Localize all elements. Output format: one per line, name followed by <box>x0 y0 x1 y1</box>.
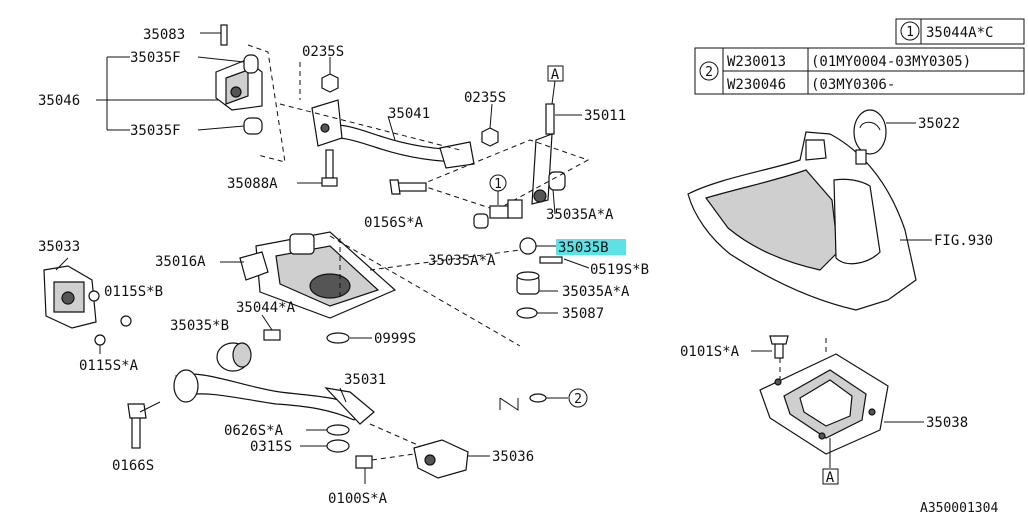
label-0235S-top: 0235S <box>302 44 344 60</box>
label-0100S-A: 0100S*A <box>328 491 388 507</box>
label-35088A: 35088A <box>227 176 278 192</box>
label-0315S: 0315S <box>250 439 292 455</box>
label-0115S-A: 0115S*A <box>79 358 139 374</box>
legend-code-2: W230046 <box>727 77 786 93</box>
label-35035A-upper: 35035A*A <box>546 207 614 223</box>
label-35044-A: 35044*A <box>236 300 296 316</box>
label-0156S-A: 0156S*A <box>364 215 424 231</box>
legend-range-2: (03MY0306- <box>811 77 895 93</box>
label-0115S-B: 0115S*B <box>104 284 163 300</box>
callout-circle-1-text: 1 <box>494 177 502 192</box>
legend-code-1: W230013 <box>727 54 786 70</box>
console-cover <box>687 109 932 311</box>
label-35041: 35041 <box>388 106 430 122</box>
label-35011: 35011 <box>584 108 626 124</box>
callout-circle-2-text: 2 <box>574 392 582 407</box>
legend-marker-2-text: 2 <box>705 65 713 80</box>
label-35035F-upper: 35035F <box>130 50 181 66</box>
shift-rod <box>127 314 490 484</box>
label-0235S-right: 0235S <box>464 90 506 106</box>
callout-A-bottom: A <box>826 470 835 486</box>
label-35046: 35046 <box>38 93 80 109</box>
boot-plate: A <box>751 335 924 486</box>
label-35036: 35036 <box>492 449 534 465</box>
label-35031: 35031 <box>344 372 386 388</box>
part-labels: 35083 35035F 35046 35035F 0235S 35041 02… <box>38 27 998 513</box>
stabilizer-rod <box>279 57 499 187</box>
label-0101S-A: 0101S*A <box>680 344 740 360</box>
label-35035A-lower: 35035A*A <box>562 284 630 300</box>
label-0626S-A: 0626S*A <box>224 423 284 439</box>
bracket-assembly <box>96 24 286 163</box>
label-35035F-lower: 35035F <box>130 123 181 139</box>
label-0999S: 0999S <box>374 331 416 347</box>
label-35035B-highlighted[interactable]: 35035B <box>558 240 609 256</box>
legend-marker-1 <box>900 21 920 41</box>
drawing-id: A350001304 <box>920 501 998 513</box>
label-35083: 35083 <box>143 27 185 43</box>
label-35022: 35022 <box>918 116 960 132</box>
legend-marker-2 <box>699 61 719 81</box>
label-0166S: 0166S <box>112 458 154 474</box>
legend-part-number: 35044A*C <box>926 25 993 41</box>
callout-A-top: A <box>551 67 560 83</box>
note-2: 2 <box>499 388 588 411</box>
label-35035-B: 35035*B <box>170 318 229 334</box>
callout-circle-2 <box>568 388 588 408</box>
label-fig930: FIG.930 <box>934 233 993 249</box>
label-35016A: 35016A <box>155 254 206 270</box>
shift-lever: A 1 <box>389 65 590 319</box>
legend-marker-1-text: 1 <box>906 25 914 40</box>
label-35033: 35033 <box>38 239 80 255</box>
highlight-35035B <box>556 239 626 255</box>
label-0519S-B: 0519S*B <box>590 262 649 278</box>
base-plate <box>220 231 521 347</box>
mount-bracket <box>43 257 132 354</box>
legend: 1 35044A*C 2 W230013 (01MY0004-03MY0305)… <box>694 18 1025 95</box>
legend-range-1: (01MY0004-03MY0305) <box>811 54 971 70</box>
label-35038: 35038 <box>926 415 968 431</box>
label-35087: 35087 <box>562 306 604 322</box>
label-35035A-middle: 35035A*A <box>428 253 496 269</box>
